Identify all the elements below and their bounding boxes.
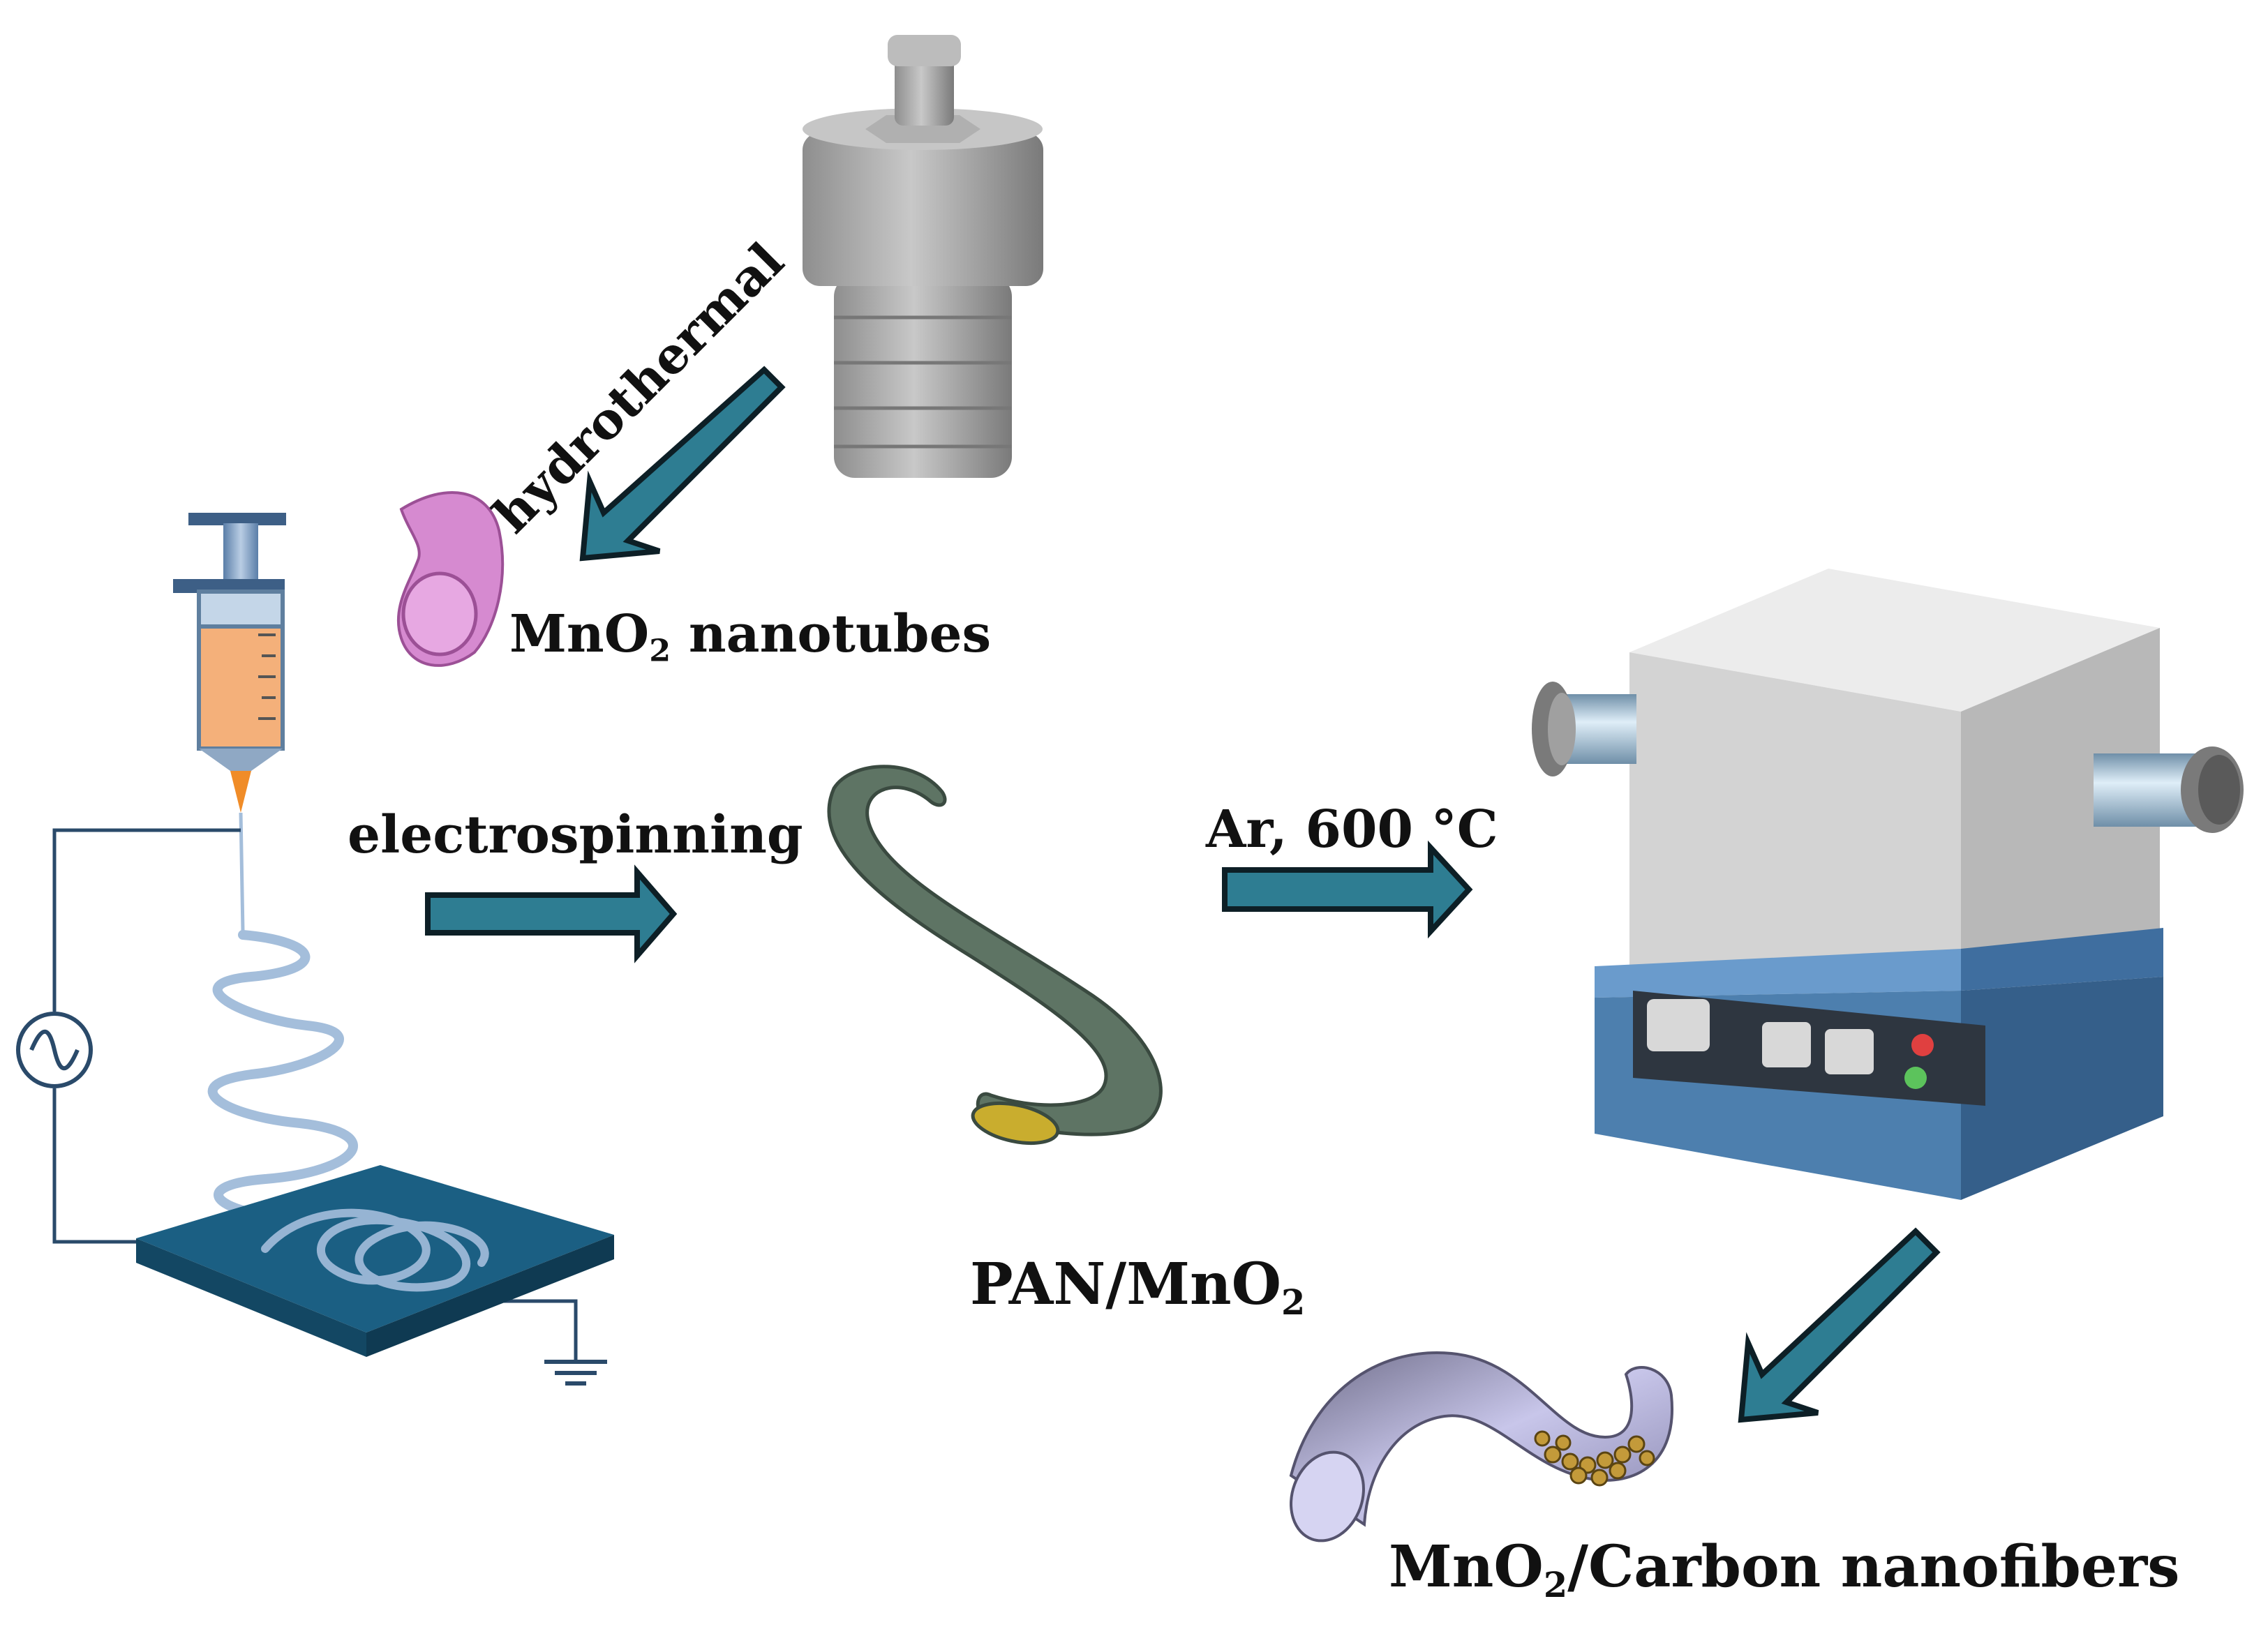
autoclave-icon bbox=[803, 35, 1043, 478]
electrospinning-label: electrospinning bbox=[348, 805, 803, 865]
electrospinning-arrow bbox=[425, 864, 678, 963]
mno2-nanotube-icon bbox=[396, 491, 505, 667]
circuit-wires bbox=[52, 828, 578, 1360]
hydrothermal-arrow bbox=[579, 366, 786, 562]
tube-furnace-icon bbox=[1532, 569, 2244, 1200]
carbon-nanofiber-icon bbox=[1289, 1351, 1674, 1542]
collector-plate-icon bbox=[136, 1165, 614, 1357]
formula-subscript: 2 bbox=[1281, 1282, 1306, 1323]
formula-subscript: 2 bbox=[649, 632, 671, 669]
mno2-nanotubes-label: MnO2 nanotubes bbox=[509, 608, 991, 666]
formula-rest: nanotubes bbox=[671, 604, 992, 664]
cooling-arrow bbox=[1738, 1227, 1941, 1423]
formula-main: MnO bbox=[509, 604, 650, 664]
syringe-icon bbox=[173, 513, 286, 932]
formula-subscript: 2 bbox=[1543, 1564, 1568, 1605]
formula-main: MnO bbox=[1389, 1533, 1544, 1600]
ar-heating-arrow bbox=[1222, 840, 1473, 939]
ac-source-icon bbox=[16, 1012, 93, 1088]
pan-mno2-label: PAN/MnO2 bbox=[970, 1256, 1305, 1320]
formula-rest: /Carbon nanofibers bbox=[1567, 1533, 2180, 1600]
ground-icon bbox=[544, 1360, 607, 1386]
mno2-carbon-nanofibers-label: MnO2/Carbon nanofibers bbox=[1389, 1538, 2179, 1602]
formula-main: PAN/MnO bbox=[970, 1251, 1282, 1318]
ar-temperature-label: Ar, 600 °C bbox=[1206, 800, 1498, 859]
fiber-jet bbox=[207, 930, 358, 1226]
pan-fiber-icon bbox=[827, 765, 1163, 1146]
